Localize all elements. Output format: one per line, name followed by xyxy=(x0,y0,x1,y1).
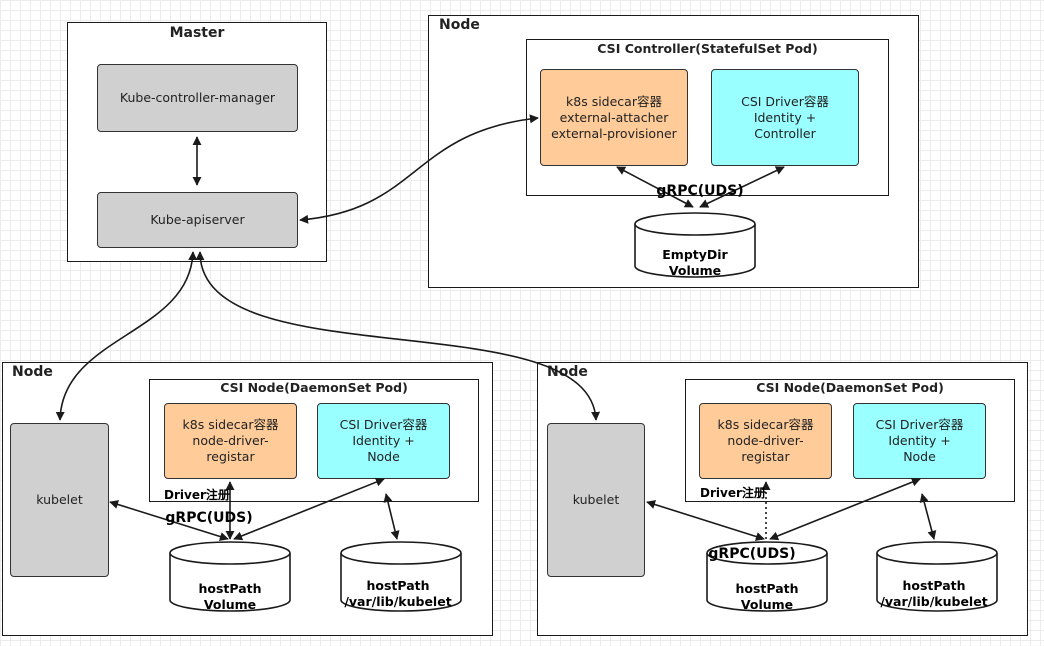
right-grpc-label: gRPC(UDS) xyxy=(708,546,795,562)
master-frame: Master Kube-controller-manager Kube-apis… xyxy=(67,22,327,262)
emptydir-volume-label-2: Volume xyxy=(669,263,721,278)
left-driver-line-2: Identity + xyxy=(352,433,415,448)
controller-node-title: Node xyxy=(439,17,480,33)
right-hostpath-volume-label-2: Volume xyxy=(741,597,793,612)
controller-sidecar-line-3: external-provisioner xyxy=(551,125,677,141)
left-hostpath-kubelet-label-2: /var/lib/kubelet xyxy=(344,594,451,609)
controller-sidecar-line-2: external-attacher xyxy=(559,109,669,125)
left-hostpath-volume-cylinder: hostPath Volume xyxy=(169,541,291,612)
left-kubelet-box: kubelet xyxy=(10,423,109,577)
left-kubelet-label: kubelet xyxy=(36,492,83,507)
right-hostpath-kubelet-cylinder: hostPath /var/lib/kubelet xyxy=(876,541,998,612)
arrow-right-driver-hostpath xyxy=(769,477,921,541)
controller-sidecar-line-1: k8s sidecar容器 xyxy=(566,93,662,109)
controller-driver-line-1: CSI Driver容器 xyxy=(741,93,829,109)
left-hostpath-volume-label-2: Volume xyxy=(204,597,256,612)
arrow-left-driver-hostpath xyxy=(233,477,385,541)
kube-controller-manager-label: Kube-controller-manager xyxy=(119,90,276,105)
controller-driver-line-2: Identity + xyxy=(753,109,817,125)
arrow-left-kubelet-hostpath xyxy=(109,500,229,541)
emptydir-volume-label-1: EmptyDir xyxy=(662,247,728,262)
right-sidecar-line-1: k8s sidecar容器 xyxy=(717,417,814,432)
right-sidecar-box: k8s sidecar容器 node-driver- registar xyxy=(699,403,832,479)
right-hostpath-kubelet-label-1: hostPath xyxy=(902,578,965,593)
arrow-controller-sidecar-emptydir xyxy=(616,166,694,208)
right-sidecar-line-2: node-driver- xyxy=(727,433,804,448)
right-driver-line-1: CSI Driver容器 xyxy=(875,417,964,432)
left-hostpath-kubelet-cylinder: hostPath /var/lib/kubelet xyxy=(340,541,462,612)
left-node-title: Node xyxy=(12,364,53,380)
arrow-apiserver-left-kubelet xyxy=(55,251,198,421)
left-grpc-label: gRPC(UDS) xyxy=(165,510,252,526)
right-hostpath-volume-label-1: hostPath xyxy=(735,581,798,596)
right-hostpath-volume-cylinder: hostPath Volume xyxy=(706,541,828,612)
right-kubelet-label: kubelet xyxy=(572,492,620,507)
right-kubelet-box: kubelet xyxy=(547,423,645,577)
master-title: Master xyxy=(169,25,225,41)
emptydir-volume-cylinder: EmptyDir Volume xyxy=(634,212,756,278)
left-hostpath-kubelet-label-1: hostPath xyxy=(366,578,429,593)
right-sidecar-line-3: registar xyxy=(741,449,790,464)
controller-driver-line-3: Controller xyxy=(754,125,816,141)
right-driver-box: CSI Driver容器 Identity + Node xyxy=(853,403,986,479)
arrow-apiserver-controller-sidecar xyxy=(299,114,539,224)
csi-controller-pod-title: CSI Controller(StatefulSet Pod) xyxy=(597,41,818,56)
arrow-controller-driver-emptydir xyxy=(699,166,785,208)
left-driver-line-3: Node xyxy=(367,449,400,464)
kube-apiserver-box: Kube-apiserver xyxy=(97,192,298,248)
left-driver-reg-label: Driver注册 xyxy=(164,487,230,502)
arrow-apiserver-right-kubelet xyxy=(195,251,601,421)
right-csi-node-pod-title: CSI Node(DaemonSet Pod) xyxy=(756,380,944,395)
controller-driver-box: CSI Driver容器 Identity + Controller xyxy=(711,69,859,166)
arrow-right-driver-kubelet-volume xyxy=(919,493,937,540)
kube-apiserver-label: Kube-apiserver xyxy=(150,212,245,227)
right-driver-reg-label: Driver注册 xyxy=(700,485,766,500)
left-sidecar-line-2: node-driver- xyxy=(192,433,269,448)
left-hostpath-volume-label-1: hostPath xyxy=(198,581,261,596)
arrow-right-kubelet-hostpath xyxy=(646,500,765,541)
controller-sidecar-box: k8s sidecar容器 external-attacher external… xyxy=(540,69,688,166)
arrow-left-driver-kubelet-volume xyxy=(383,493,400,540)
kube-controller-manager-box: Kube-controller-manager xyxy=(97,64,298,132)
right-hostpath-kubelet-label-2: /var/lib/kubelet xyxy=(880,594,987,609)
right-driver-line-3: Node xyxy=(903,449,936,464)
controller-grpc-label: gRPC(UDS) xyxy=(656,183,743,199)
left-sidecar-line-3: registar xyxy=(206,449,255,464)
right-driver-line-2: Identity + xyxy=(888,433,951,448)
